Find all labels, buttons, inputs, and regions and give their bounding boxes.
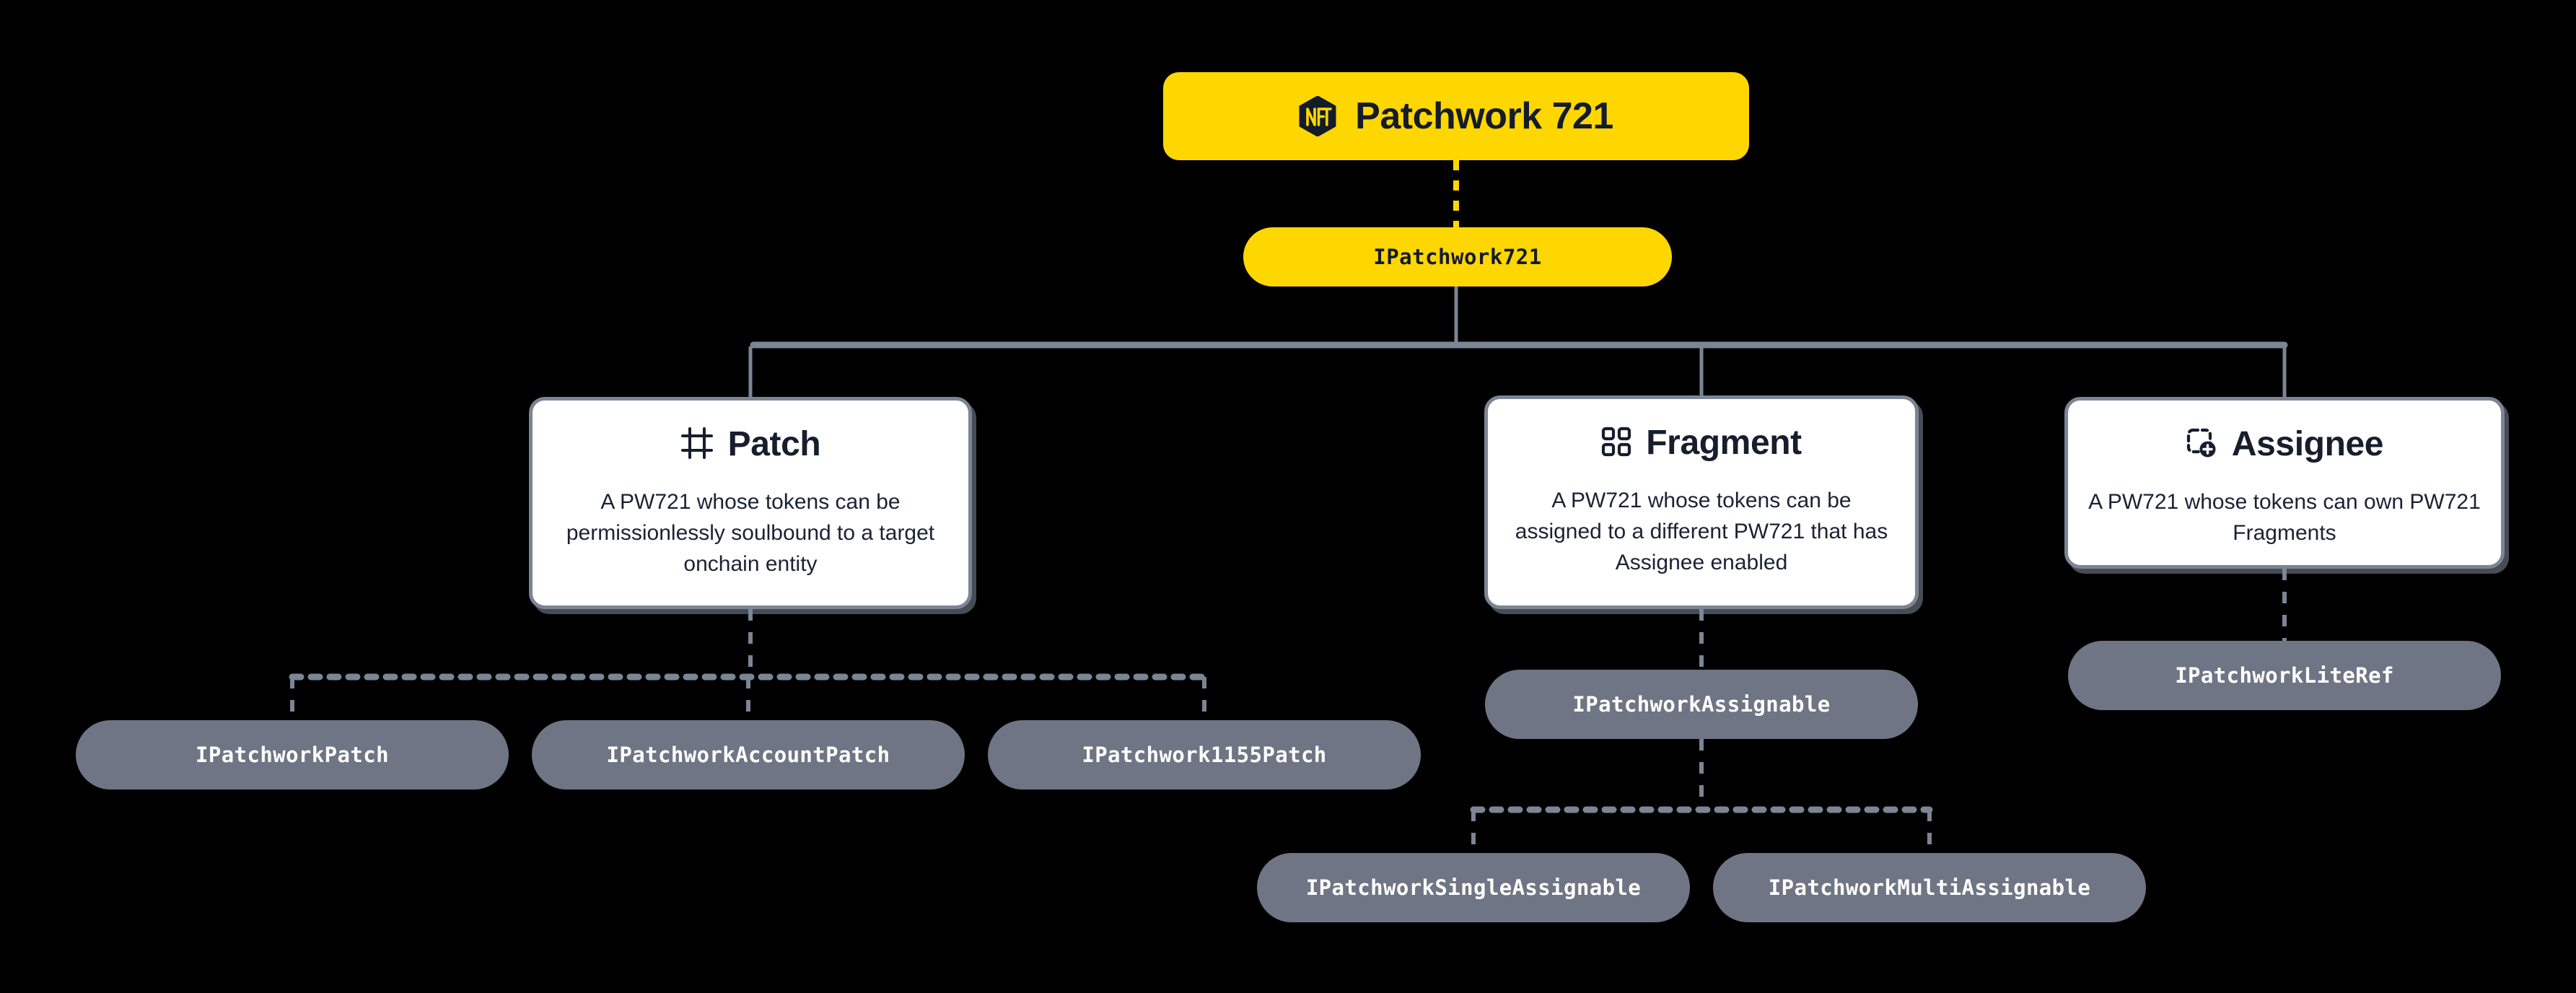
- card-description: A PW721 whose tokens can be permissionle…: [566, 490, 935, 576]
- interface-pill-label: IPatchworkAccountPatch: [606, 743, 890, 767]
- grid-four-squares-icon: [1601, 426, 1631, 460]
- interface-pill-label: IPatchworkAssignable: [1572, 692, 1831, 717]
- interface-pill-ipatchworkaccountpatch[interactable]: IPatchworkAccountPatch: [532, 720, 965, 789]
- interface-pill-label: IPatchworkMultiAssignable: [1768, 875, 2091, 900]
- category-card-fragment[interactable]: Fragment A PW721 whose tokens can be ass…: [1484, 395, 1919, 609]
- root-node-patchwork721[interactable]: Patchwork 721: [1163, 72, 1749, 160]
- card-header: Fragment: [1601, 419, 1802, 467]
- category-card-patch[interactable]: Patch A PW721 whose tokens can be permis…: [529, 397, 972, 609]
- card-title: Fragment: [1646, 424, 1802, 462]
- interface-pill-label: IPatchworkLiteRef: [2175, 663, 2394, 688]
- card-description: A PW721 whose tokens can own PW721 Fragm…: [2088, 490, 2481, 545]
- category-card-assignee[interactable]: Assignee A PW721 whose tokens can own PW…: [2064, 397, 2505, 569]
- interface-pill-ipatchwork721[interactable]: IPatchwork721: [1243, 227, 1672, 286]
- card-description: A PW721 whose tokens can be assigned to …: [1515, 489, 1888, 574]
- card-title: Assignee: [2231, 425, 2384, 463]
- interface-pill-ipatchwork1155patch[interactable]: IPatchwork1155Patch: [988, 720, 1421, 789]
- interface-pill-ipatchworkassignable[interactable]: IPatchworkAssignable: [1485, 670, 1918, 739]
- card-title: Patch: [727, 425, 821, 463]
- interface-pill-label: IPatchwork1155Patch: [1082, 743, 1327, 767]
- root-title: Patchwork 721: [1355, 95, 1613, 137]
- card-header: Assignee: [2186, 421, 2384, 468]
- interface-pill-ipatchworksingleassignable[interactable]: IPatchworkSingleAssignable: [1257, 853, 1690, 922]
- interface-pill-label: IPatchwork721: [1373, 245, 1542, 269]
- interface-pill-label: IPatchworkPatch: [196, 743, 389, 767]
- dashed-square-plus-icon: [2186, 427, 2217, 463]
- interface-pill-ipatchworkliteref[interactable]: IPatchworkLiteRef: [2068, 641, 2501, 710]
- interface-pill-ipatchworkmultiassignable[interactable]: IPatchworkMultiAssignable: [1713, 853, 2146, 922]
- interface-pill-ipatchworkpatch[interactable]: IPatchworkPatch: [76, 720, 509, 789]
- nft-hexagon-icon: [1299, 96, 1336, 136]
- frame-crop-icon: [680, 426, 714, 463]
- card-header: Patch: [680, 421, 821, 468]
- interface-pill-label: IPatchworkSingleAssignable: [1305, 875, 1642, 900]
